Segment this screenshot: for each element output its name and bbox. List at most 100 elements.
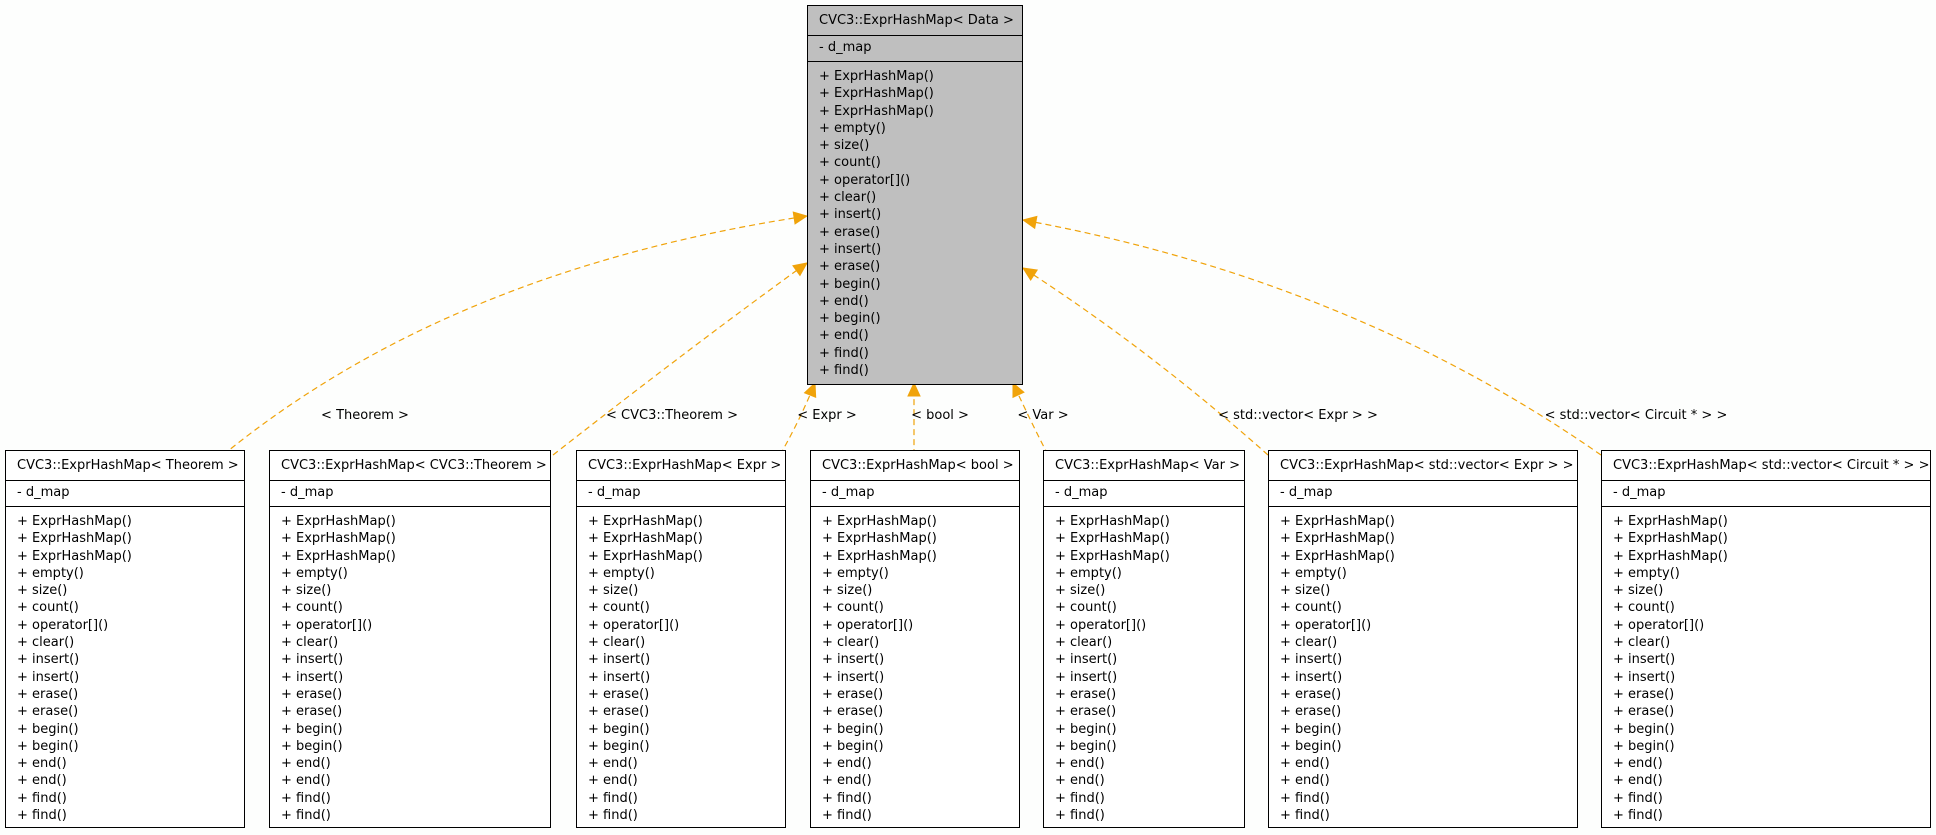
operation: + clear() <box>17 635 75 651</box>
operation: + ExprHashMap() <box>17 548 132 564</box>
operation: + clear() <box>281 635 339 651</box>
inheritance-arrowhead <box>1021 267 1039 282</box>
operation: + ExprHashMap() <box>819 103 934 119</box>
operation: + begin() <box>1055 721 1117 737</box>
operation: + operator[]() <box>1613 617 1705 633</box>
derived-class-box[interactable]: CVC3::ExprHashMap< Var >- d_map+ ExprHas… <box>1043 450 1245 828</box>
attribute: - d_map <box>1055 485 1108 500</box>
attribute: - d_map <box>1613 485 1666 500</box>
operation: + end() <box>588 756 638 772</box>
base-class-attributes: - d_map <box>808 36 1022 62</box>
operation: + operator[]() <box>1280 617 1372 633</box>
derived-class-box[interactable]: CVC3::ExprHashMap< CVC3::Theorem >- d_ma… <box>269 450 551 828</box>
inheritance-edge <box>222 215 808 456</box>
operation: + begin() <box>588 721 650 737</box>
operation: + clear() <box>819 190 877 206</box>
operation: + find() <box>17 790 67 806</box>
derived-class-box[interactable]: CVC3::ExprHashMap< std::vector< Circuit … <box>1601 450 1931 828</box>
operation: + begin() <box>819 276 881 292</box>
derived-class-operations: + ExprHashMap()+ ExprHashMap()+ ExprHash… <box>1602 507 1930 824</box>
derived-class-box[interactable]: CVC3::ExprHashMap< bool >- d_map+ ExprHa… <box>810 450 1020 828</box>
operation: + find() <box>822 790 872 806</box>
operation: + operator[]() <box>17 617 109 633</box>
edge-label: < bool > <box>911 408 969 423</box>
operation: + end() <box>822 773 872 789</box>
operation: + erase() <box>822 686 884 702</box>
operation: + erase() <box>588 686 650 702</box>
operation: + find() <box>1055 808 1105 824</box>
operation: + ExprHashMap() <box>588 531 703 547</box>
inheritance-arrowhead <box>907 381 921 397</box>
operation: + clear() <box>1280 635 1338 651</box>
derived-class-operations: + ExprHashMap()+ ExprHashMap()+ ExprHash… <box>6 507 244 824</box>
operation: + insert() <box>281 652 344 668</box>
operation: + end() <box>17 756 67 772</box>
operation: + insert() <box>588 652 651 668</box>
operation: + end() <box>17 773 67 789</box>
operation: + count() <box>17 600 79 616</box>
derived-class-title: CVC3::ExprHashMap< Expr > <box>577 451 785 481</box>
operation: + empty() <box>1055 565 1122 581</box>
derived-class-attributes: - d_map <box>577 481 785 507</box>
inheritance-arrowhead <box>1021 215 1038 230</box>
derived-class-operations: + ExprHashMap()+ ExprHashMap()+ ExprHash… <box>577 507 785 824</box>
operation: + begin() <box>822 721 884 737</box>
base-class-box[interactable]: CVC3::ExprHashMap< Data > - d_map + Expr… <box>807 5 1023 385</box>
operation: + ExprHashMap() <box>1613 514 1728 529</box>
operation: + ExprHashMap() <box>1055 531 1170 547</box>
operation: + ExprHashMap() <box>822 548 937 564</box>
operation: + find() <box>281 790 331 806</box>
operation: + find() <box>822 808 872 824</box>
derived-class-attributes: - d_map <box>270 481 550 507</box>
derived-class-box[interactable]: CVC3::ExprHashMap< Theorem >- d_map+ Exp… <box>5 450 245 828</box>
operation: + end() <box>1055 773 1105 789</box>
operation: + ExprHashMap() <box>17 531 132 547</box>
operation: + insert() <box>1280 652 1343 668</box>
operation: + ExprHashMap() <box>1613 548 1728 564</box>
derived-class-attributes: - d_map <box>1269 481 1577 507</box>
operation: + end() <box>822 756 872 772</box>
operation: + end() <box>588 773 638 789</box>
operation: + erase() <box>17 704 79 720</box>
operation: + end() <box>819 328 869 344</box>
attribute: - d_map <box>588 485 641 500</box>
operation: + operator[]() <box>1055 617 1147 633</box>
operation: + end() <box>1280 756 1330 772</box>
operation: + empty() <box>17 565 84 581</box>
inheritance-edge <box>1022 267 1269 456</box>
operation: + size() <box>822 583 873 599</box>
operation: + insert() <box>588 669 651 685</box>
operation: + find() <box>17 808 67 824</box>
operation: + end() <box>281 773 331 789</box>
operation: + clear() <box>822 635 880 651</box>
operation: + erase() <box>1055 686 1117 702</box>
operation: + empty() <box>822 565 889 581</box>
operation: + ExprHashMap() <box>819 69 934 84</box>
operation: + count() <box>1280 600 1342 616</box>
operation: + operator[]() <box>588 617 680 633</box>
operation: + insert() <box>1280 669 1343 685</box>
operation: + count() <box>588 600 650 616</box>
inheritance-arrowhead <box>792 262 808 277</box>
derived-class-box[interactable]: CVC3::ExprHashMap< std::vector< Expr > >… <box>1268 450 1578 828</box>
operation: + find() <box>281 808 331 824</box>
derived-class-attributes: - d_map <box>1044 481 1244 507</box>
operation: + ExprHashMap() <box>1613 531 1728 547</box>
operation: + clear() <box>1613 635 1671 651</box>
operation: + empty() <box>1613 565 1680 581</box>
operation: + insert() <box>1613 669 1676 685</box>
operation: + ExprHashMap() <box>281 514 396 529</box>
operation: + count() <box>819 155 881 171</box>
operation: + find() <box>588 808 638 824</box>
operation: + end() <box>1055 756 1105 772</box>
base-class-operations: + ExprHashMap()+ ExprHashMap()+ ExprHash… <box>808 62 1022 379</box>
operation: + size() <box>1280 583 1331 599</box>
derived-class-box[interactable]: CVC3::ExprHashMap< Expr >- d_map+ ExprHa… <box>576 450 786 828</box>
operation: + ExprHashMap() <box>588 548 703 564</box>
operation: + begin() <box>281 738 343 754</box>
inheritance-edge <box>552 262 808 456</box>
operation: + ExprHashMap() <box>822 531 937 547</box>
attribute: - d_map <box>822 485 875 500</box>
edge-label: < Var > <box>1017 408 1069 423</box>
operation: + erase() <box>819 224 881 240</box>
